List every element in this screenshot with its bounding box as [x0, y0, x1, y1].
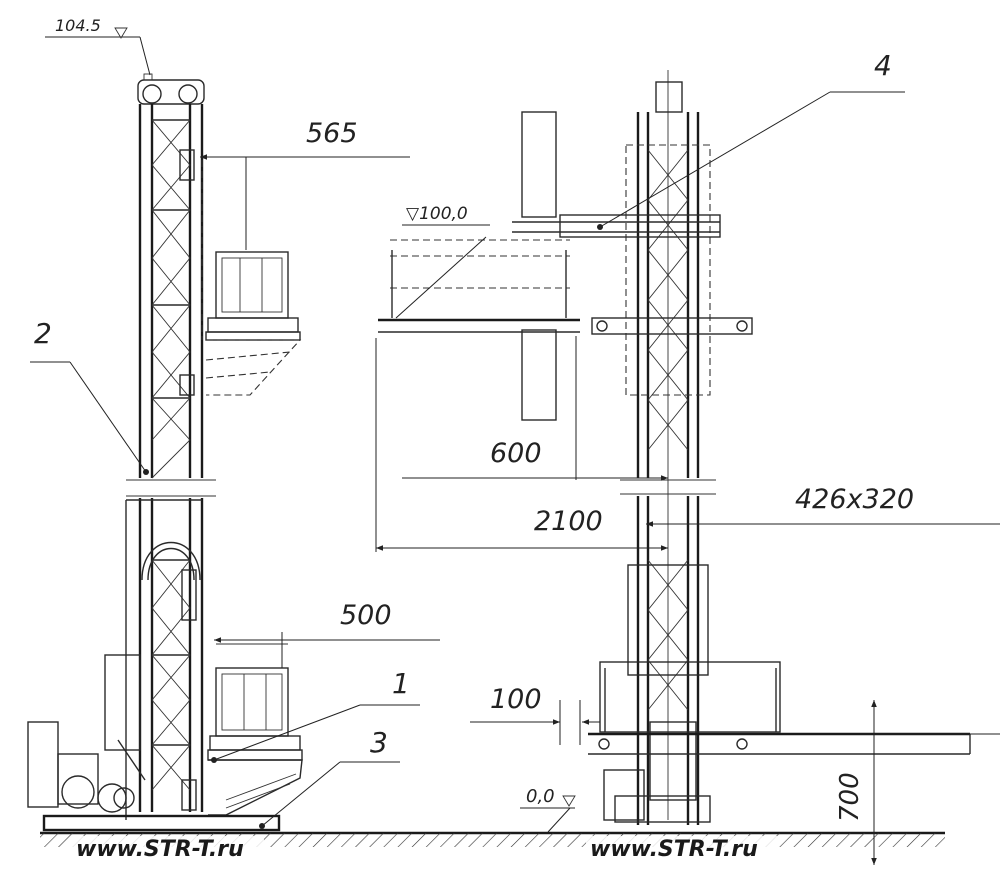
lower-platform: [588, 661, 971, 755]
elevation-markers: [114, 27, 576, 807]
dimension-700-label: 700: [835, 772, 865, 822]
dimension-600-label: 600: [490, 438, 542, 469]
right-mast: [603, 70, 716, 825]
dimension-2100-label: 2100: [534, 506, 603, 537]
building-wall: [521, 111, 557, 421]
wall-tie: [512, 214, 721, 238]
elevation-top-label: 104.5: [55, 16, 101, 35]
elevation-ground-label: 0,0: [526, 786, 555, 807]
dimension-100-label: 100: [490, 684, 542, 715]
elevation-floor-label: ▽100,0: [406, 204, 468, 224]
upper-platform: [378, 239, 753, 335]
watermark-right: www.STR-T.ru: [590, 837, 758, 862]
dimension-565-label: 565: [306, 118, 358, 149]
watermark-left: www.STR-T.ru: [76, 837, 244, 862]
callout-1: 1: [392, 667, 410, 700]
left-upper-cage: [201, 160, 302, 396]
left-winch: [27, 654, 281, 832]
callout-4: 4: [874, 49, 892, 82]
mast-section-label: 426x320: [795, 484, 914, 515]
callout-3: 3: [370, 726, 388, 759]
callout-2: 2: [34, 317, 52, 350]
callout-leaders: [30, 91, 905, 829]
left-lower-cage: [207, 643, 303, 816]
dimension-500-label: 500: [340, 600, 392, 631]
dimensions: [45, 36, 1000, 865]
